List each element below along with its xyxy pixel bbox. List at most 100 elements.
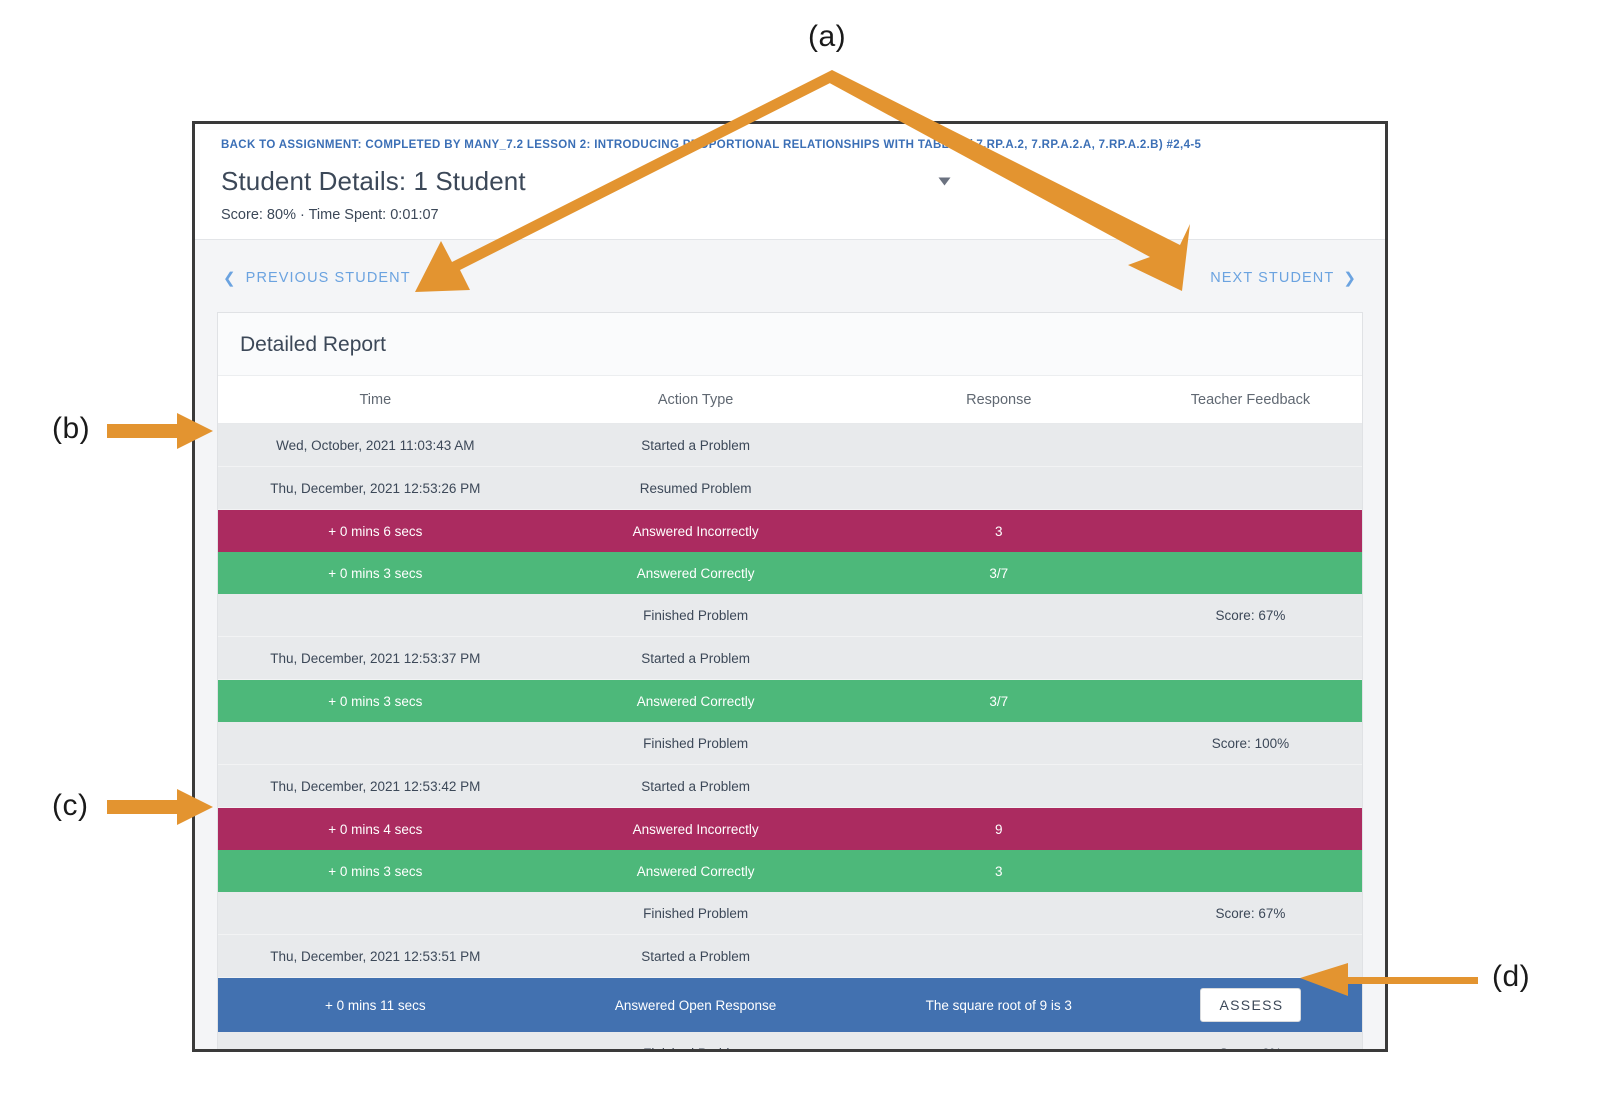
cell-action-type: Answered Correctly xyxy=(532,679,859,722)
chevron-left-icon: ❮ xyxy=(223,269,237,287)
annotation-label-d: (d) xyxy=(1492,960,1531,993)
cell-teacher-feedback xyxy=(1138,807,1362,850)
cell-action-type: Resumed Problem xyxy=(532,466,859,510)
page-title: Student Details: 1 Student xyxy=(221,166,526,196)
table-header-row: Time Action Type Response Teacher Feedba… xyxy=(218,376,1362,424)
chevron-down-glyph xyxy=(938,177,951,186)
cell-time: + 0 mins 6 secs xyxy=(218,509,533,552)
cell-teacher-feedback xyxy=(1138,636,1362,680)
cell-time xyxy=(218,892,533,935)
cell-time: + 0 mins 3 secs xyxy=(218,850,533,892)
cell-time: Thu, December, 2021 12:53:26 PM xyxy=(218,466,533,510)
started-a-problem-link[interactable]: Started a Problem xyxy=(532,934,859,978)
cell-response xyxy=(858,466,1139,510)
cell-response xyxy=(858,764,1139,808)
cell-time: Thu, December, 2021 12:53:51 PM xyxy=(218,934,533,978)
cell-teacher-feedback xyxy=(1138,764,1362,808)
cell-teacher-feedback: Score: 67% xyxy=(1138,594,1362,637)
cell-action-type: Finished Problem xyxy=(532,1032,859,1049)
cell-action-type: Finished Problem xyxy=(532,594,859,637)
started-a-problem-link[interactable]: Started a Problem xyxy=(532,636,859,680)
title-row: Student Details: 1 Student xyxy=(221,166,1359,197)
cell-action-type: Answered Correctly xyxy=(532,552,859,594)
cell-time xyxy=(218,722,533,765)
cell-time: + 0 mins 4 secs xyxy=(218,807,533,850)
page-body: ❮ PREVIOUS STUDENT NEXT STUDENT ❯ Detail… xyxy=(195,240,1385,1049)
cell-teacher-feedback xyxy=(1138,850,1362,892)
cell-action-type: Answered Incorrectly xyxy=(532,807,859,850)
detailed-report-card: Detailed Report Time Action Type Respons… xyxy=(217,312,1363,1049)
cell-time xyxy=(218,594,533,637)
detailed-report-table: Time Action Type Response Teacher Feedba… xyxy=(218,376,1362,1049)
cell-response: 3 xyxy=(858,509,1139,552)
column-header-response: Response xyxy=(858,376,1139,424)
cell-response xyxy=(858,892,1139,935)
annotation-label-c: (c) xyxy=(52,789,89,822)
cell-response: The square root of 9 is 3 xyxy=(858,977,1139,1032)
cell-time: + 0 mins 11 secs xyxy=(218,977,533,1032)
chevron-down-icon[interactable] xyxy=(936,173,954,191)
app-window: BACK TO ASSIGNMENT: COMPLETED BY MANY_7.… xyxy=(192,121,1388,1052)
cell-teacher-feedback xyxy=(1138,552,1362,594)
table-row: Finished Problem Score: 100% xyxy=(218,722,1362,765)
table-row: Finished Problem Score: 0% xyxy=(218,1032,1362,1049)
cell-response xyxy=(858,1032,1139,1049)
previous-student-button[interactable]: ❮ PREVIOUS STUDENT xyxy=(223,270,411,286)
table-header: Time Action Type Response Teacher Feedba… xyxy=(218,376,1362,424)
column-header-feedback: Teacher Feedback xyxy=(1138,376,1362,424)
cell-response: 3/7 xyxy=(858,679,1139,722)
cell-teacher-feedback: Score: 67% xyxy=(1138,892,1362,935)
detailed-report-header: Detailed Report xyxy=(218,313,1362,376)
cell-teacher-feedback xyxy=(1138,423,1362,467)
cell-response xyxy=(858,934,1139,978)
cell-response xyxy=(858,423,1139,467)
cell-action-type: Finished Problem xyxy=(532,722,859,765)
cell-time: + 0 mins 3 secs xyxy=(218,679,533,722)
cell-response xyxy=(858,722,1139,765)
page-header: BACK TO ASSIGNMENT: COMPLETED BY MANY_7.… xyxy=(195,124,1385,240)
cell-teacher-feedback: ASSESS xyxy=(1138,977,1362,1032)
cell-response: 3/7 xyxy=(858,552,1139,594)
cell-action-type: Answered Correctly xyxy=(532,850,859,892)
annotation-label-a: (a) xyxy=(808,20,847,53)
cell-response: 3 xyxy=(858,850,1139,892)
annotation-label-b: (b) xyxy=(52,412,91,445)
next-student-label: NEXT STUDENT xyxy=(1210,270,1335,286)
started-a-problem-link[interactable]: Started a Problem xyxy=(532,764,859,808)
cell-action-type: Answered Open Response xyxy=(532,977,859,1032)
cell-time: + 0 mins 3 secs xyxy=(218,552,533,594)
cell-time xyxy=(218,1032,533,1049)
cell-action-type: Finished Problem xyxy=(532,892,859,935)
previous-student-label: PREVIOUS STUDENT xyxy=(245,270,411,286)
table-row: Finished Problem Score: 67% xyxy=(218,892,1362,935)
column-header-action: Action Type xyxy=(532,376,859,424)
column-header-time: Time xyxy=(218,376,533,424)
breadcrumb-back-to-assignment[interactable]: BACK TO ASSIGNMENT: COMPLETED BY MANY_7.… xyxy=(221,139,1202,151)
cell-teacher-feedback xyxy=(1138,466,1362,510)
next-student-button[interactable]: NEXT STUDENT ❯ xyxy=(1210,270,1357,286)
cell-teacher-feedback xyxy=(1138,934,1362,978)
detailed-report-title: Detailed Report xyxy=(240,333,386,356)
cell-response xyxy=(858,594,1139,637)
cell-time: Thu, December, 2021 12:53:42 PM xyxy=(218,764,533,808)
started-a-problem-link[interactable]: Started a Problem xyxy=(532,423,859,467)
cell-action-type: Answered Incorrectly xyxy=(532,509,859,552)
cell-teacher-feedback: Score: 100% xyxy=(1138,722,1362,765)
cell-time: Wed, October, 2021 11:03:43 AM xyxy=(218,423,533,467)
assess-button[interactable]: ASSESS xyxy=(1199,988,1302,1022)
cell-teacher-feedback: Score: 0% xyxy=(1138,1032,1362,1049)
cell-teacher-feedback xyxy=(1138,509,1362,552)
chevron-right-icon: ❯ xyxy=(1343,269,1357,287)
cell-time: Thu, December, 2021 12:53:37 PM xyxy=(218,636,533,680)
